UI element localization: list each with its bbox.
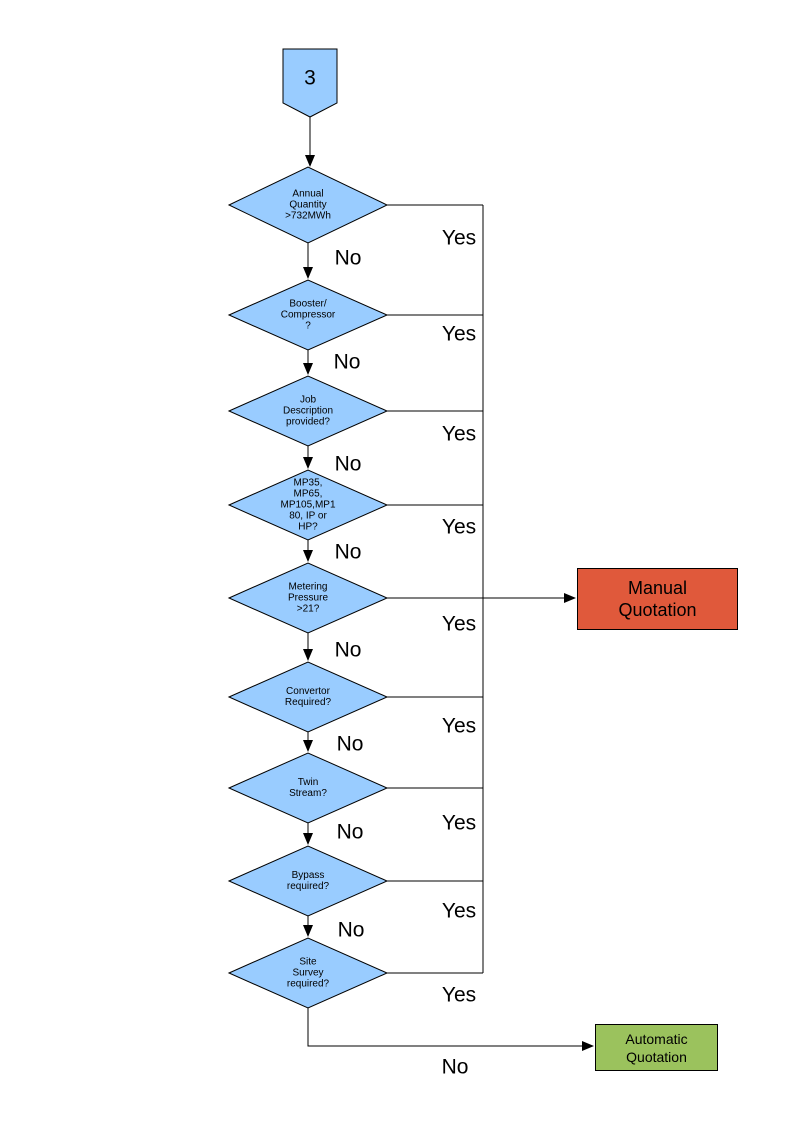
automatic-quotation-label: Automatic Quotation bbox=[625, 1030, 688, 1065]
yes-label-3: Yes bbox=[441, 422, 477, 446]
no-label-6: No bbox=[336, 732, 364, 756]
decision-diamond-twin-stream bbox=[227, 752, 389, 824]
decision-label-convertor-required: Convertor Required? bbox=[284, 686, 332, 708]
yes-label-8: Yes bbox=[441, 899, 477, 923]
yes-label-1: Yes bbox=[441, 226, 477, 250]
offpage-connector-shape bbox=[282, 48, 338, 118]
no-label-9: No bbox=[441, 1055, 469, 1079]
decision-diamond-metering-pressure bbox=[227, 562, 389, 634]
yes-label-5: Yes bbox=[441, 612, 477, 636]
decision-diamond-meter-type bbox=[227, 469, 389, 541]
decision-diamond-annual-quantity bbox=[227, 166, 389, 244]
no-label-4: No bbox=[334, 540, 362, 564]
decision-diamond-booster-compressor bbox=[227, 279, 389, 351]
decision-diamond-bypass-required bbox=[227, 845, 389, 917]
decision-label-job-description: Job Description provided? bbox=[282, 394, 334, 428]
decision-label-twin-stream: Twin Stream? bbox=[289, 777, 327, 799]
decision-label-meter-type: MP35, MP65, MP105,MP1 80, IP or HP? bbox=[280, 477, 336, 533]
decision-label-metering-pressure: Metering Pressure >21? bbox=[287, 581, 328, 615]
decision-label-booster-compressor: Booster/ Compressor ? bbox=[280, 298, 336, 332]
offpage-connector-label: 3 bbox=[304, 66, 316, 90]
yes-label-4: Yes bbox=[441, 515, 477, 539]
manual-quotation-box: Manual Quotation bbox=[577, 568, 738, 630]
yes-label-7: Yes bbox=[441, 811, 477, 835]
no-label-5: No bbox=[334, 638, 362, 662]
decision-diamond-site-survey bbox=[227, 937, 389, 1009]
decision-label-bypass-required: Bypass required? bbox=[286, 870, 330, 892]
decision-diamond-convertor-required bbox=[227, 661, 389, 733]
decision-label-site-survey: Site Survey required? bbox=[286, 956, 330, 990]
yes-label-6: Yes bbox=[441, 714, 477, 738]
decision-diamond-job-description bbox=[227, 375, 389, 447]
no-label-1: No bbox=[334, 246, 362, 270]
manual-quotation-label: Manual Quotation bbox=[618, 578, 697, 620]
no-label-7: No bbox=[336, 820, 364, 844]
yes-label-2: Yes bbox=[441, 322, 477, 346]
automatic-quotation-box: Automatic Quotation bbox=[595, 1024, 718, 1071]
no-label-2: No bbox=[333, 350, 361, 374]
edge-to-automatic-quotation bbox=[307, 1008, 594, 1051]
no-label-3: No bbox=[334, 452, 362, 476]
decision-label-annual-quantity: Annual Quantity >732MWh bbox=[285, 188, 331, 222]
no-label-8: No bbox=[337, 918, 365, 942]
yes-label-9: Yes bbox=[441, 983, 477, 1007]
